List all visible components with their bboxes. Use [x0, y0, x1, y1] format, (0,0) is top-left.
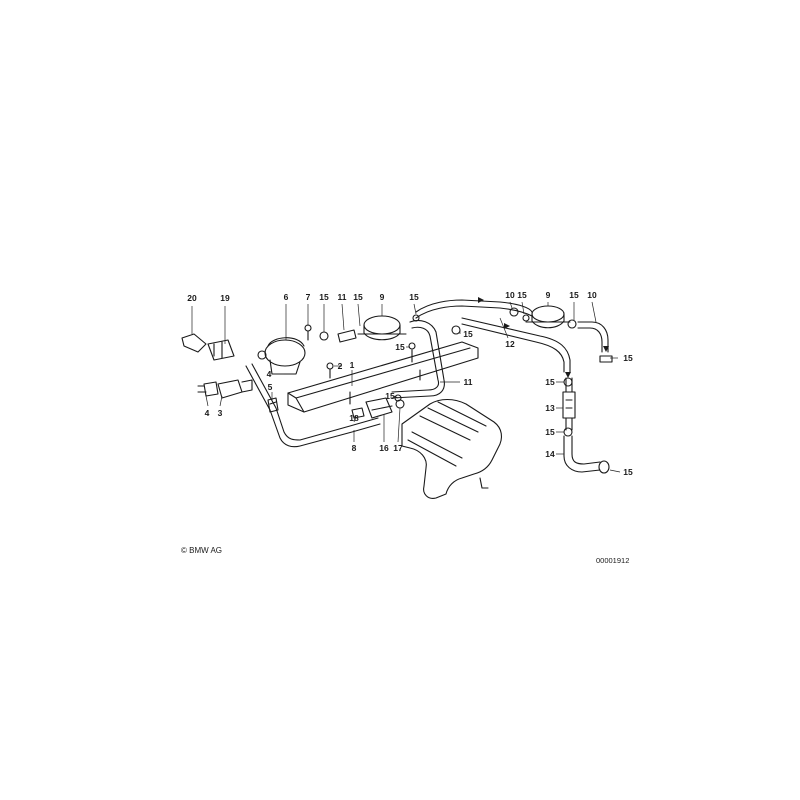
- part-label-15: 15: [353, 292, 363, 302]
- leader-lines: [191, 301, 621, 473]
- part-label-5: 5: [268, 382, 273, 392]
- return-line: [415, 299, 571, 373]
- fuel-rail: [287, 341, 479, 413]
- injector: [197, 379, 253, 399]
- part-label-2: 2: [338, 361, 343, 371]
- part-label-15: 15: [545, 377, 555, 387]
- intake-manifold: [401, 398, 503, 499]
- part-label-15: 15: [463, 329, 473, 339]
- part-labels: 20 19 6 7 15 11 15 9 15 10 15 9 15 10 15…: [187, 290, 633, 477]
- part-label-19: 19: [220, 293, 230, 303]
- part-label-13: 13: [545, 403, 555, 413]
- damper-left: [357, 315, 407, 341]
- connector-19-20: [181, 333, 235, 361]
- part-label-6: 6: [284, 292, 289, 302]
- part-label-15: 15: [319, 292, 329, 302]
- part-label-11: 11: [338, 292, 347, 302]
- part-label-16: 16: [379, 443, 389, 453]
- part-label-4: 4: [205, 408, 210, 418]
- part-label-15: 15: [545, 427, 555, 437]
- part-label-3: 3: [218, 408, 223, 418]
- part-label-15: 15: [385, 391, 395, 401]
- part-label-15: 15: [517, 290, 527, 300]
- damper-right: [525, 305, 571, 329]
- part-label-15: 15: [623, 353, 633, 363]
- bracket-5: [267, 397, 279, 413]
- part-label-18: 18: [349, 413, 359, 423]
- rail-line: [391, 319, 445, 399]
- part-label-20: 20: [187, 293, 197, 303]
- part-label-4: 4: [267, 369, 272, 379]
- part-label-15: 15: [623, 467, 633, 477]
- right-hose: [577, 321, 613, 363]
- flow-arrows: [478, 297, 609, 378]
- part-label-11: 11: [464, 377, 473, 387]
- lower-hose: [563, 435, 610, 474]
- copyright-notice: © BMW AG: [181, 546, 223, 555]
- part-label-17: 17: [393, 443, 403, 453]
- part-label-8: 8: [352, 443, 357, 453]
- part-label-10: 10: [505, 290, 515, 300]
- part-label-12: 12: [505, 339, 515, 349]
- part-label-15: 15: [409, 292, 419, 302]
- diagram-number: 00001912: [596, 556, 630, 565]
- part-label-9: 9: [380, 292, 385, 302]
- part-label-1: 1: [350, 360, 355, 370]
- feed-line: [245, 363, 381, 448]
- part-label-15: 15: [569, 290, 579, 300]
- part-label-10: 10: [587, 290, 597, 300]
- clamps: [304, 307, 577, 437]
- part-label-9: 9: [546, 290, 551, 300]
- part-label-14: 14: [545, 449, 555, 459]
- pressure-regulator: [257, 337, 306, 375]
- part-label-15: 15: [395, 342, 405, 352]
- part-label-7: 7: [306, 292, 311, 302]
